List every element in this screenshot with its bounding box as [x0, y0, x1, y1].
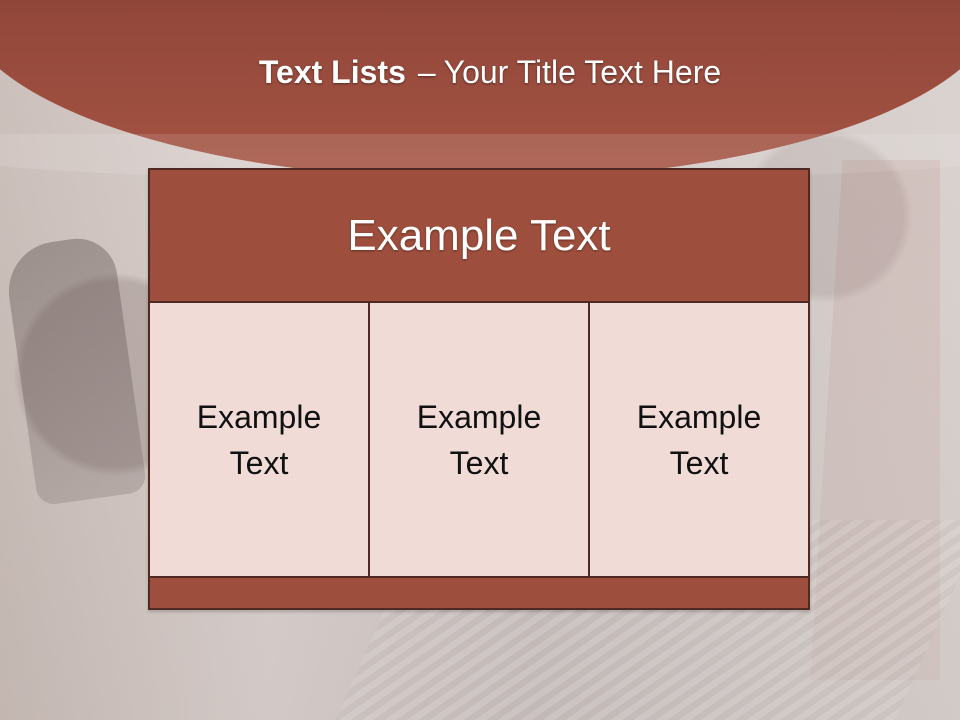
background-person-silhouette: [2, 233, 148, 507]
table-header-cell: Example Text: [150, 170, 808, 303]
table-column-1-text: Example Text: [196, 399, 322, 481]
table-column-1: Example Text: [150, 303, 370, 577]
table-columns: Example Text Example Text Example Text: [150, 303, 808, 577]
table-column-3: Example Text: [590, 303, 808, 577]
table-bottom-band: [150, 576, 808, 608]
header-band: [0, 0, 960, 180]
title-dash: –: [417, 54, 436, 90]
table-column-3-text: Example Text: [636, 399, 762, 481]
slide-title: Text Lists–Your Title Text Here: [0, 52, 960, 92]
title-subtitle-text: Your Title Text Here: [443, 54, 722, 90]
title-main-text: Text Lists: [258, 54, 406, 90]
table-column-2-text: Example Text: [416, 399, 542, 481]
table-header-text: Example Text: [347, 210, 611, 260]
table-column-2: Example Text: [370, 303, 590, 577]
example-text-table: Example Text Example Text Example Text E…: [148, 168, 810, 610]
